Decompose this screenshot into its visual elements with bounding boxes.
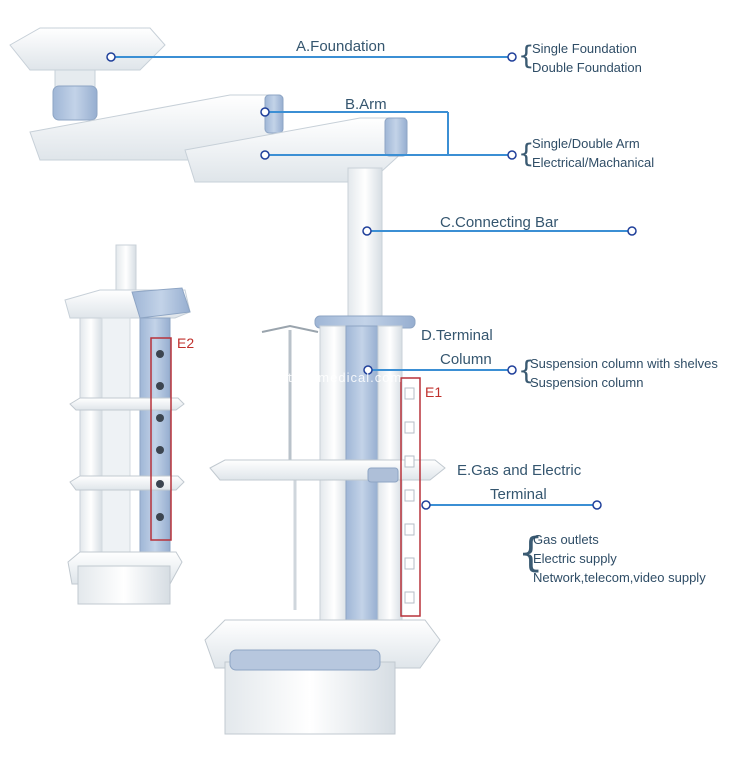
drawer-handle (229, 649, 381, 671)
secondary-shelf-2 (69, 475, 185, 491)
gas-electric-option-2: Electric supply (533, 551, 617, 566)
socket (404, 591, 415, 604)
arm-title: B.Arm (345, 96, 387, 113)
outlet (156, 350, 164, 358)
connecting-bar-title: C.Connecting Bar (440, 214, 559, 231)
upper-shelf-clamp (367, 467, 399, 483)
foundation-option-2: Double Foundation (532, 60, 642, 75)
foundation-plate (9, 27, 166, 71)
iv-hook (261, 324, 319, 333)
terminal-column-title-line2: Column (440, 351, 492, 368)
socket (404, 523, 415, 536)
secondary-pendant-unit (64, 244, 191, 605)
terminal-column-option-2: Suspension column (530, 375, 644, 390)
secondary-outlet-column (139, 317, 171, 589)
e2-frame (150, 337, 172, 541)
foundation-title: A.Foundation (296, 38, 386, 55)
e2-tag: E2 (177, 335, 195, 351)
socket (404, 455, 415, 468)
arm-option-2: Electrical/Machanical (532, 155, 655, 170)
socket (404, 387, 415, 400)
foundation-brace: { (518, 41, 535, 71)
e1-frame (400, 377, 421, 617)
e2-outlets (156, 350, 164, 521)
arm-option-1: Single/Double Arm (532, 136, 640, 151)
outlet (156, 480, 164, 488)
foundation-hub (52, 85, 98, 121)
secondary-drawer (77, 565, 171, 605)
outlet (156, 446, 164, 454)
foundation-neck (54, 69, 96, 89)
terminal-column-option-1: Suspension column with shelves (530, 356, 718, 371)
outlet (156, 513, 164, 521)
connecting-bar (347, 167, 383, 321)
terminal-column-title-line1: D.Terminal (421, 327, 493, 344)
secondary-shelf-1 (69, 397, 185, 411)
outlet (156, 414, 164, 422)
outlet (156, 382, 164, 390)
gas-electric-option-3: Network,telecom,video supply (533, 570, 706, 585)
leader-lines (111, 56, 632, 506)
socket (404, 489, 415, 502)
drawer (224, 661, 396, 735)
terminal-column-brace: { (518, 356, 535, 386)
arm-brace: { (518, 139, 535, 169)
socket (404, 557, 415, 570)
gas-electric-option-1: Gas outlets (533, 532, 599, 547)
watermark: tian-medical.com (288, 370, 403, 385)
e1-outlets (404, 387, 415, 604)
main-pendant-unit (9, 27, 446, 735)
foundation-option-1: Single Foundation (532, 41, 637, 56)
gas-electric-title-line2: Terminal (490, 486, 547, 503)
secondary-cap-blue (131, 287, 191, 319)
secondary-bar (115, 244, 137, 296)
secondary-left-rail (79, 317, 103, 561)
socket (404, 421, 415, 434)
leader-dots (106, 52, 637, 510)
secondary-mid-rail (101, 317, 131, 561)
second-arm-end (384, 117, 408, 157)
gas-electric-title-line1: E.Gas and Electric (457, 462, 582, 479)
e1-tag: E1 (425, 384, 443, 400)
